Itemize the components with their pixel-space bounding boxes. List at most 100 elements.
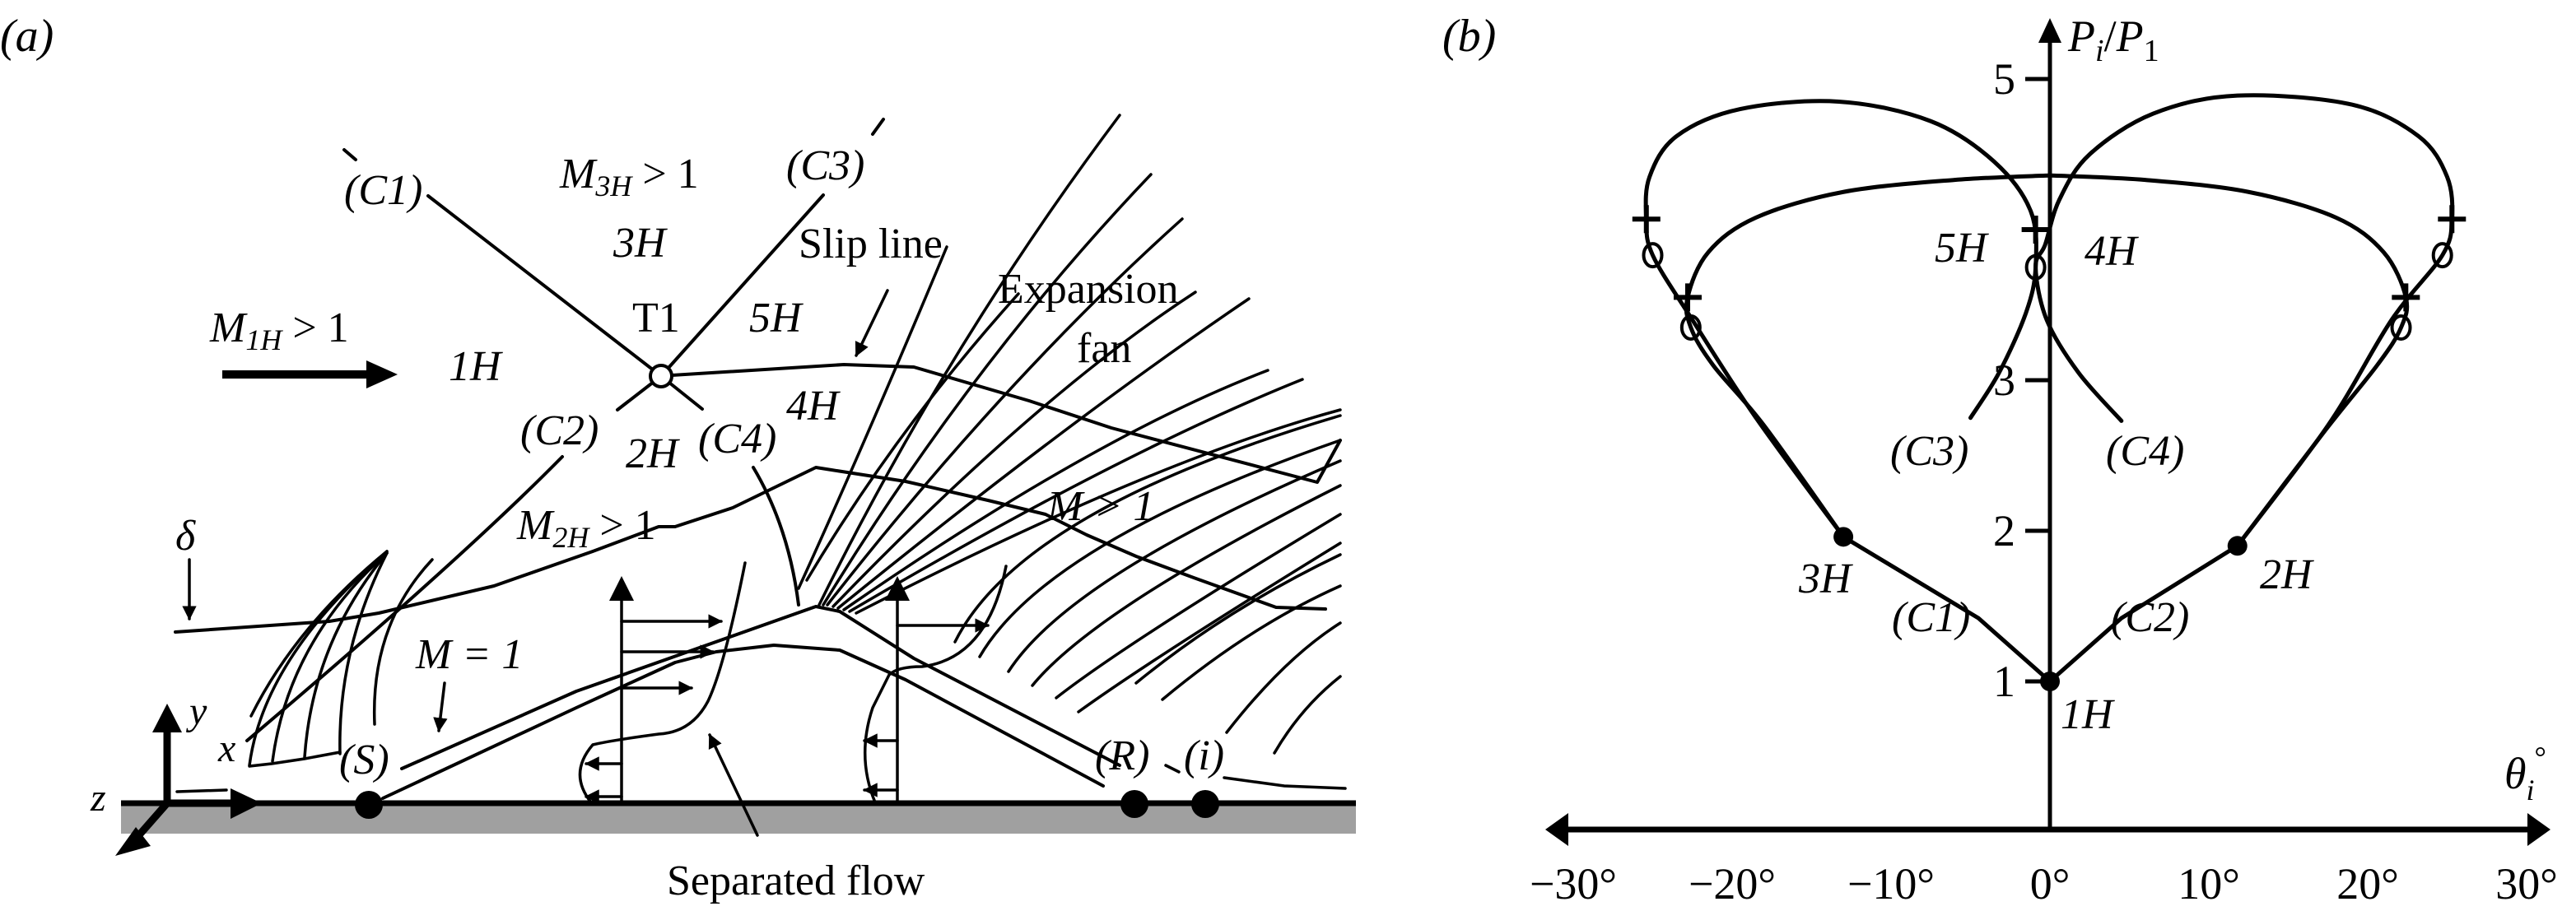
plus-marker <box>2021 216 2050 244</box>
state-point-2h <box>2227 536 2248 556</box>
y-axis-label: Pi/P1 <box>2067 12 2159 68</box>
x-axis-left-arrow-icon <box>1545 813 1568 846</box>
label-c2: (C2) <box>520 407 599 454</box>
label-m-gt-1: M > 1 <box>1046 483 1154 530</box>
label-expansion: Expansion <box>998 266 1179 313</box>
label-separated-flow: Separated flow <box>667 858 925 904</box>
label-1h: 1H <box>2061 691 2115 738</box>
label-c4: (C4) <box>698 416 776 462</box>
label-3h: 3H <box>613 220 668 267</box>
shock-c2-lower <box>245 455 564 742</box>
x-axis-label: θi° <box>2504 741 2546 806</box>
compression-fan <box>248 550 434 768</box>
wall-surface <box>121 803 1356 834</box>
label-i: (i) <box>1184 732 1224 779</box>
freestream-arrow-icon <box>366 360 398 388</box>
label-c1: (C1) <box>1892 594 1970 641</box>
x-tick-label: 20° <box>2336 859 2399 909</box>
panel-b-label: (b) <box>1442 11 1496 62</box>
series-c1 <box>1841 534 2052 684</box>
series-3h-polar-inner <box>1684 173 2052 539</box>
label-2h: 2H <box>2260 551 2314 598</box>
x-tick-label: −30° <box>1530 859 1617 909</box>
expansion-fan <box>797 114 1342 615</box>
velocity-profile-1 <box>578 561 747 805</box>
label-c3: (C3) <box>786 142 864 189</box>
velocity-profile-2 <box>863 565 1008 805</box>
curve-markers <box>1632 205 2467 341</box>
label-2h: 2H <box>626 430 680 477</box>
label-4h: 4H <box>2085 228 2139 275</box>
y-tick-label: 2 <box>1993 506 2015 555</box>
y-tick-label: 1 <box>1993 657 2015 706</box>
open-circle-marker <box>2390 314 2412 341</box>
label-c4: (C4) <box>2106 428 2184 475</box>
label-t1: T1 <box>632 295 680 342</box>
plus-marker <box>1673 283 1702 312</box>
open-circle-marker <box>2431 242 2453 269</box>
label-m1h: M1H > 1 <box>209 304 349 356</box>
m-eq-1-arrow-icon <box>433 681 448 732</box>
slip-line <box>670 363 1342 484</box>
label-3h: 3H <box>1798 555 1853 602</box>
point-i-dot <box>1191 790 1219 818</box>
state-point-1h <box>2040 672 2060 691</box>
x-tick-label: 10° <box>2178 859 2240 909</box>
y-axis-arrow-icon <box>2038 18 2061 43</box>
shock-c1 <box>426 194 663 378</box>
axis-x-label: x <box>217 727 235 770</box>
axis-y-label: y <box>185 690 207 733</box>
shock-c3 <box>659 193 825 378</box>
polar-curves <box>1643 93 2455 684</box>
label-r: (R) <box>1095 732 1149 779</box>
boundary-layer-edge <box>174 466 1327 634</box>
shear-layer-upper <box>400 605 1121 770</box>
axis-z-label: z <box>90 776 106 820</box>
label-5h: 5H <box>1935 225 1989 272</box>
x-tick-label: −10° <box>1847 859 1935 909</box>
series-3h-polar-outer <box>1643 99 2038 539</box>
x-axis-right-arrow-icon <box>2527 813 2550 846</box>
series-2h-polar-inner <box>2047 173 2410 548</box>
y-axis-arrow-icon <box>152 704 182 732</box>
x-tick-label: −20° <box>1689 859 1776 909</box>
state-point-3h <box>1833 527 1854 547</box>
plus-marker <box>2392 283 2420 312</box>
label-4h: 4H <box>786 383 841 430</box>
reattachment-waves <box>953 414 1342 755</box>
shear-layer-lower <box>381 644 1105 800</box>
label-fan: fan <box>1077 325 1131 372</box>
separation-point-dot <box>355 791 383 819</box>
state-point-5h-4h <box>2024 253 2047 281</box>
label-m-eq-1: M = 1 <box>415 631 523 678</box>
x-ticks: −30° −20° −10° 0° 10° 20° 30° <box>1530 859 2558 909</box>
state-points <box>1833 253 2248 691</box>
label-m3h: M3H > 1 <box>559 151 699 202</box>
label-c2: (C2) <box>2111 594 2189 641</box>
label-1h: 1H <box>449 343 503 390</box>
z-axis-arrow-icon <box>115 827 151 856</box>
series-2h-polar-outer <box>2033 93 2455 548</box>
label-delta: δ <box>175 513 196 560</box>
panel-a: (a) y x z <box>0 11 1356 904</box>
x-tick-label: 30° <box>2495 859 2558 909</box>
label-c1: (C1) <box>344 167 422 214</box>
series-c2 <box>2047 543 2240 684</box>
coordinate-axes: y x z <box>90 690 262 856</box>
open-circle-marker <box>1642 242 1664 269</box>
reattachment-point-dot <box>1120 790 1148 818</box>
plus-marker <box>1632 205 1661 234</box>
x-tick-label: 0° <box>2030 859 2071 909</box>
x-axis-arrow-icon <box>231 788 262 819</box>
y-tick-label: 5 <box>1993 54 2015 104</box>
separated-flow-arrow-icon <box>708 733 759 837</box>
label-m2h: M2H > 1 <box>516 502 656 554</box>
panel-a-label: (a) <box>0 11 54 62</box>
label-slip-line: Slip line <box>799 221 943 267</box>
label-c3: (C3) <box>1890 428 1968 475</box>
slip-line-arrow-icon <box>855 289 889 357</box>
open-circle-marker <box>1679 314 1702 341</box>
